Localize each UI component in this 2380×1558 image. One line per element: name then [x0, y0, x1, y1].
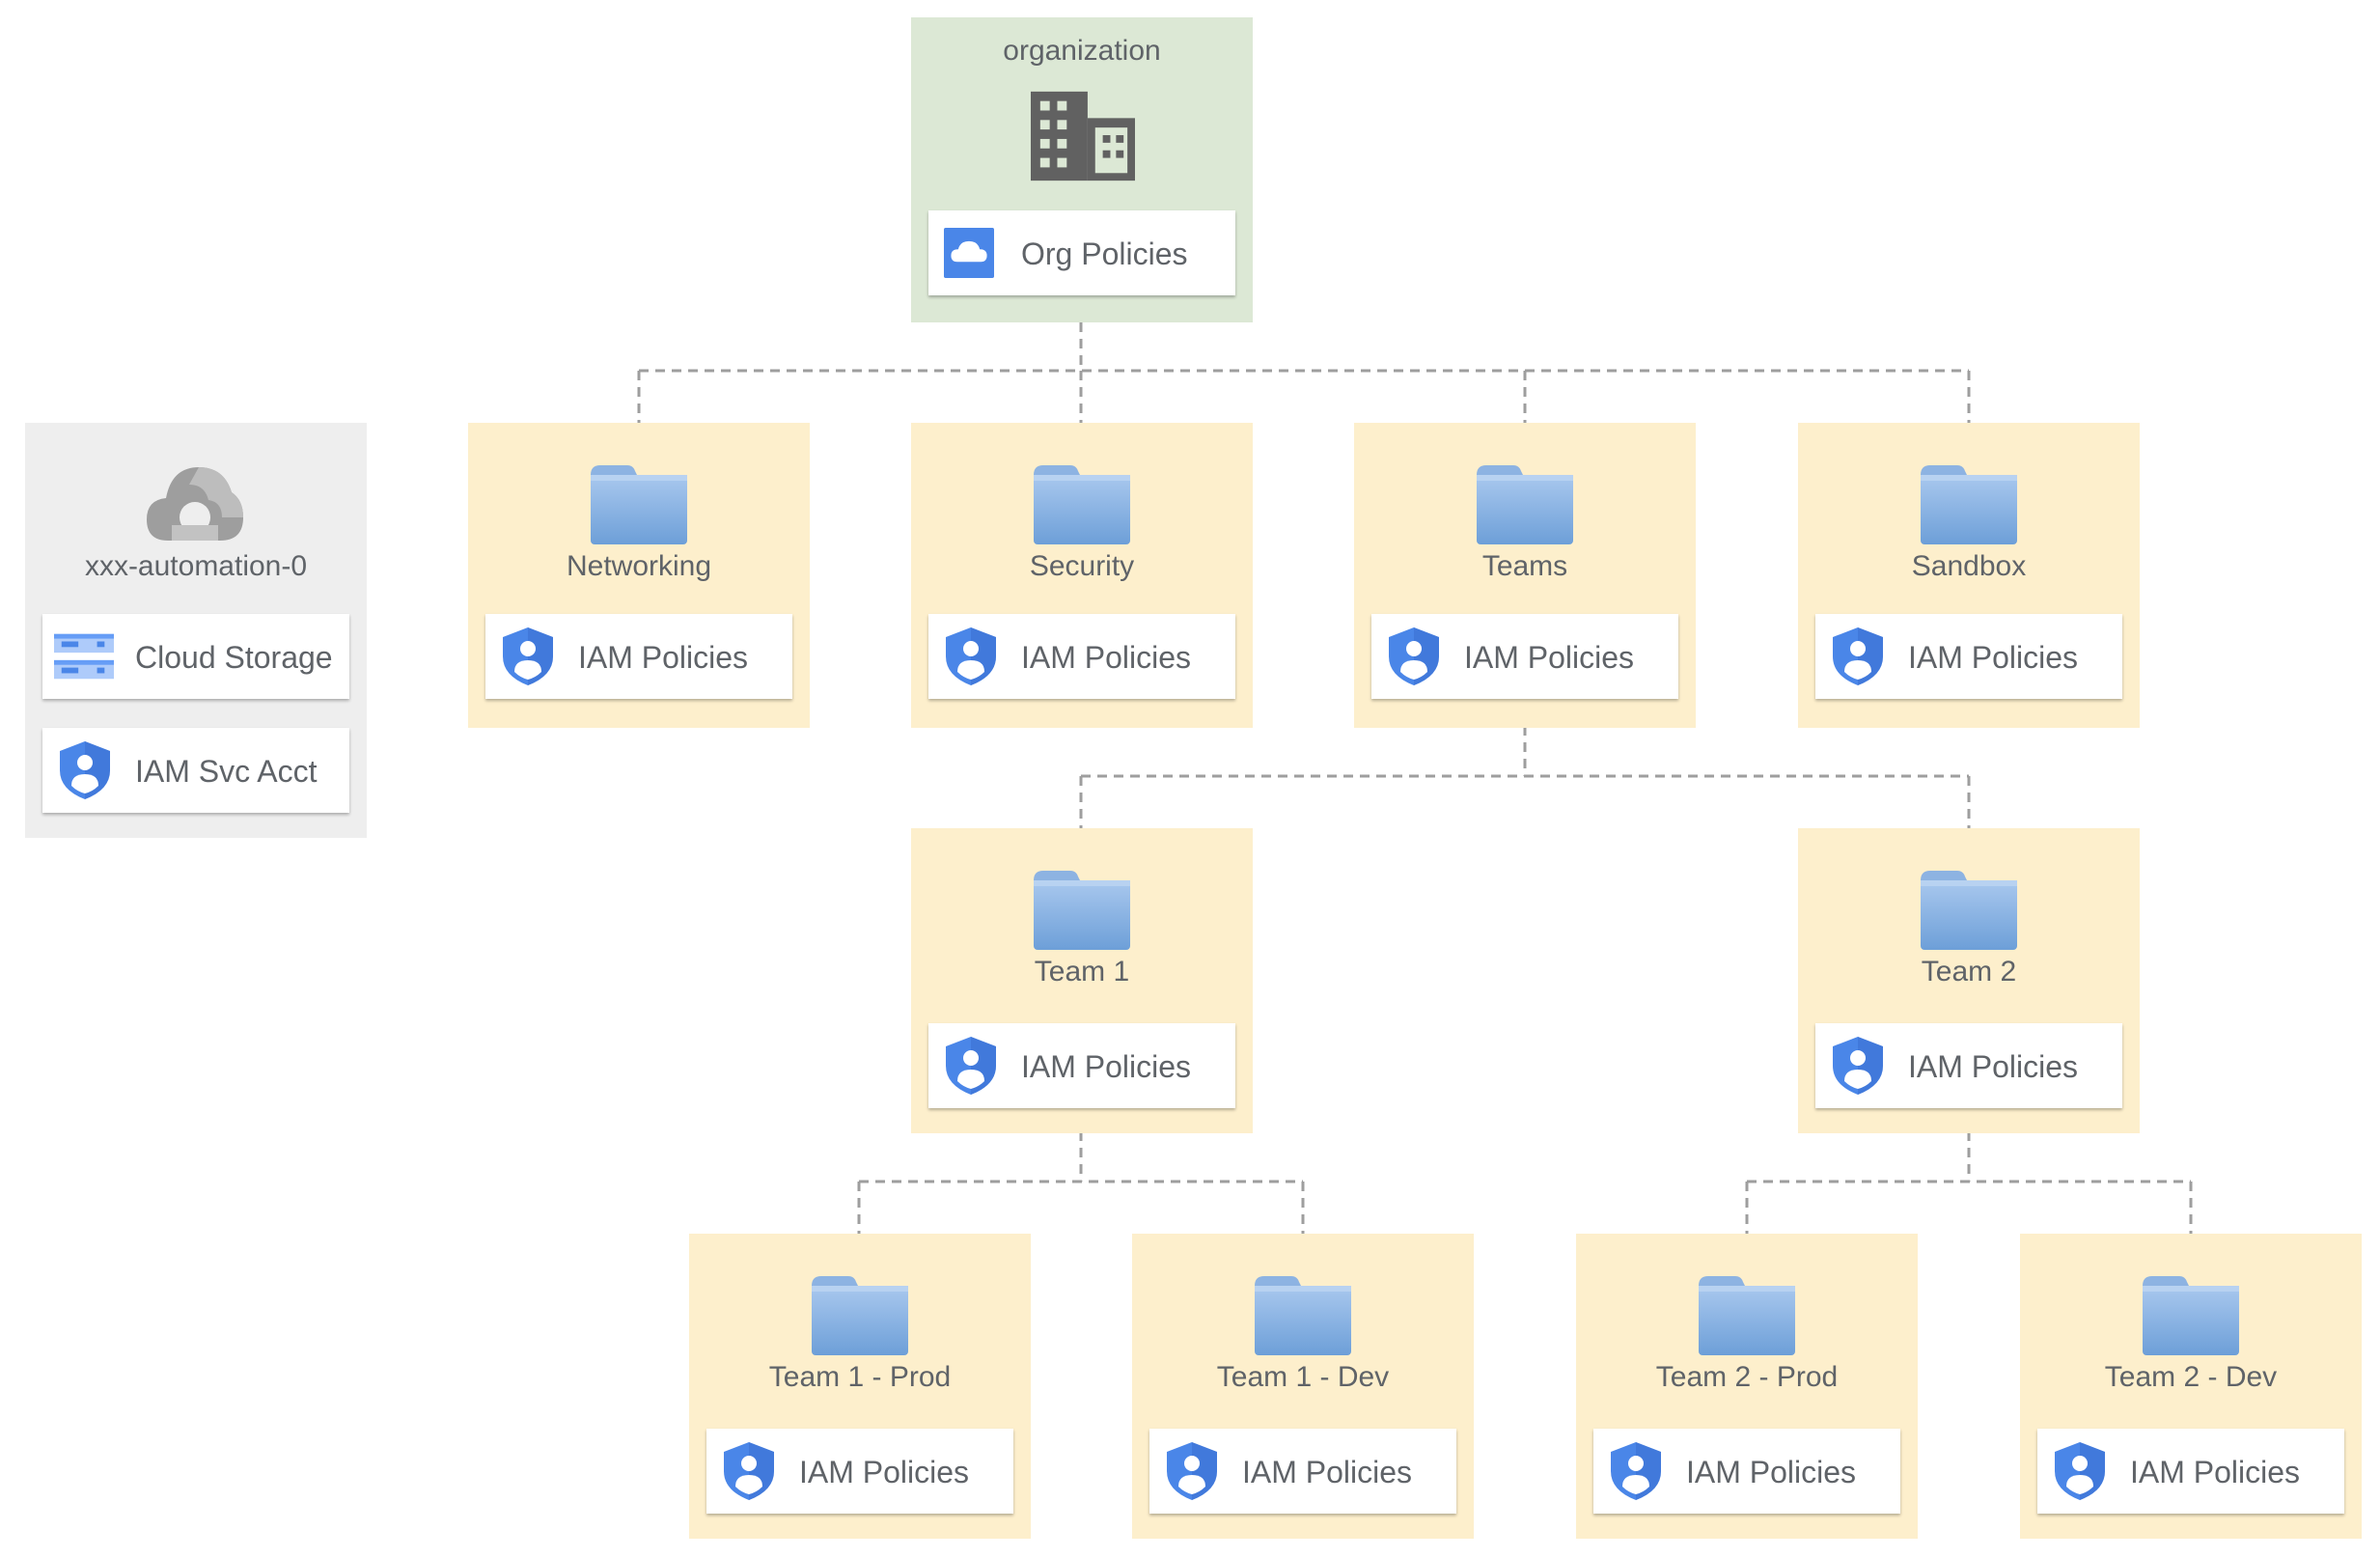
folder-icon	[589, 463, 689, 544]
iam-policies-label: IAM Policies	[1908, 640, 2079, 675]
folder-title: Teams	[1481, 550, 1568, 582]
folder-icon	[1697, 1274, 1797, 1355]
iam-policies-label: IAM Policies	[1021, 1049, 1192, 1084]
iam-shield-icon	[944, 1035, 998, 1097]
iam-policies-card[interactable]: IAM Policies	[1593, 1429, 1900, 1514]
folder-sandbox: Sandbox IAM Policies	[1798, 423, 2140, 728]
connector-org-level1	[637, 322, 1971, 423]
iam-policies-label: IAM Policies	[2130, 1455, 2301, 1489]
org-policies-label: Org Policies	[1021, 236, 1188, 271]
iam-shield-icon	[2053, 1440, 2107, 1502]
google-cloud-icon	[145, 458, 245, 546]
folder-team-1-dev: Team 1 - Dev IAM Policies	[1132, 1234, 1474, 1539]
connector-teams-level2	[1079, 726, 1971, 828]
cloud-storage-card[interactable]: Cloud Storage	[42, 614, 349, 699]
iam-shield-icon	[1609, 1440, 1663, 1502]
folder-title: Team 1	[1034, 956, 1130, 988]
folder-icon	[1919, 463, 2019, 544]
folder-icon	[1032, 869, 1132, 950]
cloud-icon	[944, 228, 994, 278]
iam-svc-acct-label: IAM Svc Acct	[135, 754, 318, 789]
folder-title: Team 1 - Prod	[768, 1361, 952, 1393]
iam-policies-label: IAM Policies	[1242, 1455, 1413, 1489]
iam-policies-label: IAM Policies	[1021, 640, 1192, 675]
iam-shield-icon	[1387, 626, 1441, 687]
folder-title: Team 2 - Dev	[2104, 1361, 2278, 1393]
iam-shield-icon	[58, 739, 112, 801]
iam-policies-label: IAM Policies	[578, 640, 749, 675]
folder-team-1-prod: Team 1 - Prod IAM Policies	[689, 1234, 1031, 1539]
folder-title: Team 2	[1921, 956, 2017, 988]
organization-node: organization Org Policies	[911, 17, 1253, 322]
folder-team-2-dev: Team 2 - Dev IAM Policies	[2020, 1234, 2362, 1539]
iam-policies-card[interactable]: IAM Policies	[928, 1023, 1235, 1108]
iam-policies-card[interactable]: IAM Policies	[2037, 1429, 2344, 1514]
folder-icon	[1253, 1274, 1353, 1355]
cloud-storage-icon	[54, 631, 114, 682]
folder-icon	[1475, 463, 1575, 544]
org-policies-card[interactable]: Org Policies	[928, 210, 1235, 295]
folder-teams: Teams IAM Policies	[1354, 423, 1696, 728]
iam-policies-card[interactable]: IAM Policies	[928, 614, 1235, 699]
iam-policies-card[interactable]: IAM Policies	[1815, 614, 2122, 699]
iam-policies-card[interactable]: IAM Policies	[1149, 1429, 1456, 1514]
building-icon	[1031, 91, 1135, 181]
folder-icon	[1032, 463, 1132, 544]
iam-policies-label: IAM Policies	[1908, 1049, 2079, 1084]
folder-team-1: Team 1 IAM Policies	[911, 828, 1253, 1133]
iam-policies-label: IAM Policies	[799, 1455, 970, 1489]
folder-title: Security	[1029, 550, 1135, 582]
folder-title: Networking	[566, 550, 712, 582]
folder-networking: Networking IAM Policies	[468, 423, 810, 728]
iam-policies-label: IAM Policies	[1464, 640, 1635, 675]
connector-team2-envs	[1745, 1131, 2193, 1234]
folder-title: Sandbox	[1911, 550, 2027, 582]
automation-project-title: xxx-automation-0	[84, 550, 308, 582]
iam-shield-icon	[1165, 1440, 1219, 1502]
iam-shield-icon	[944, 626, 998, 687]
folder-team-2-prod: Team 2 - Prod IAM Policies	[1576, 1234, 1918, 1539]
automation-project-node: xxx-automation-0 Cloud Storage IAM Svc A…	[25, 423, 367, 838]
folder-title: Team 2 - Prod	[1655, 1361, 1839, 1393]
folder-security: Security IAM Policies	[911, 423, 1253, 728]
iam-shield-icon	[1831, 1035, 1885, 1097]
iam-shield-icon	[501, 626, 555, 687]
iam-policies-card[interactable]: IAM Policies	[1371, 614, 1678, 699]
folder-title: Team 1 - Dev	[1216, 1361, 1390, 1393]
folder-icon	[2141, 1274, 2241, 1355]
connector-team1-envs	[857, 1131, 1305, 1234]
iam-policies-card[interactable]: IAM Policies	[706, 1429, 1013, 1514]
iam-policies-card[interactable]: IAM Policies	[1815, 1023, 2122, 1108]
iam-shield-icon	[1831, 626, 1885, 687]
folder-icon	[810, 1274, 910, 1355]
iam-policies-label: IAM Policies	[1686, 1455, 1857, 1489]
cloud-storage-label: Cloud Storage	[135, 640, 333, 675]
iam-policies-card[interactable]: IAM Policies	[485, 614, 792, 699]
iam-shield-icon	[722, 1440, 776, 1502]
folder-icon	[1919, 869, 2019, 950]
folder-team-2: Team 2 IAM Policies	[1798, 828, 2140, 1133]
organization-title: organization	[1003, 35, 1161, 67]
iam-svc-acct-card[interactable]: IAM Svc Acct	[42, 728, 349, 813]
